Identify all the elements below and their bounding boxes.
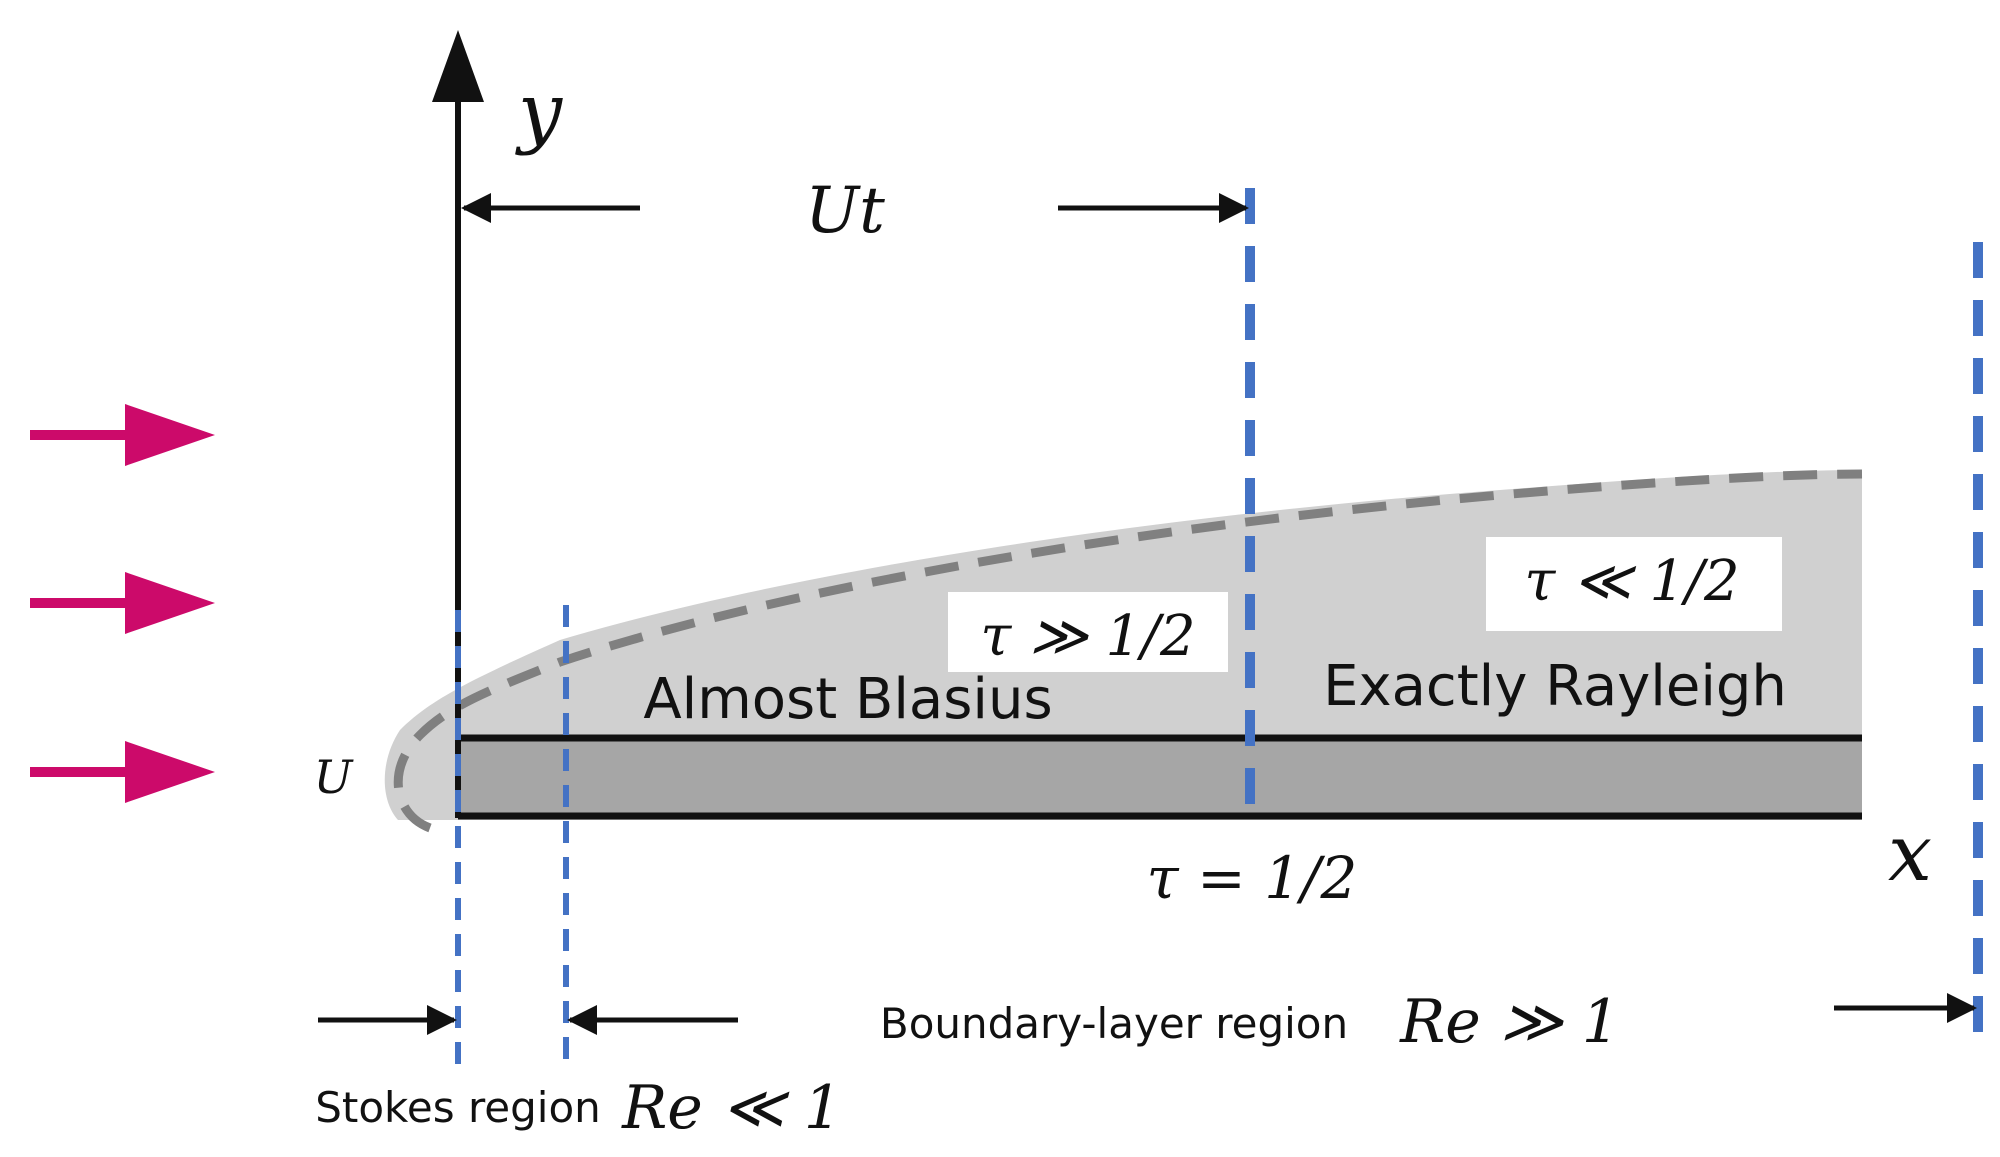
y-axis-arrowhead (432, 30, 484, 102)
tau-eq-half-label: τ = 1/2 (1147, 844, 1358, 912)
exactly-rayleigh-label: Exactly Rayleigh (1323, 654, 1787, 719)
tau-gg-label-box (948, 592, 1228, 672)
boundary-layer-region-label: Boundary-layer region (880, 999, 1348, 1048)
flat-plate (458, 738, 1862, 816)
re-gg-1-label: Re ≫ 1 (1399, 987, 1620, 1057)
x-axis-label: x (1888, 809, 1932, 899)
ut-label: Ut (805, 174, 885, 248)
stokes-region-label: Stokes region (315, 1083, 601, 1132)
flow-arrow-head (125, 404, 215, 466)
re-ll-1-label: Re ≪ 1 (621, 1073, 842, 1143)
flow-arrows (30, 404, 215, 803)
tau-ll-label-box (1486, 537, 1782, 631)
tau-ll-half-label: τ ≪ 1/2 (1524, 549, 1739, 614)
boundary-layer-edge-dashed (393, 469, 1863, 833)
u-label: U (314, 750, 355, 804)
flow-arrow-head (125, 741, 215, 803)
tau-gg-half-label: τ ≫ 1/2 (980, 604, 1195, 669)
flow-arrow-head (125, 572, 215, 634)
almost-blasius-label: Almost Blasius (643, 667, 1052, 732)
y-axis-label: y (515, 67, 563, 157)
